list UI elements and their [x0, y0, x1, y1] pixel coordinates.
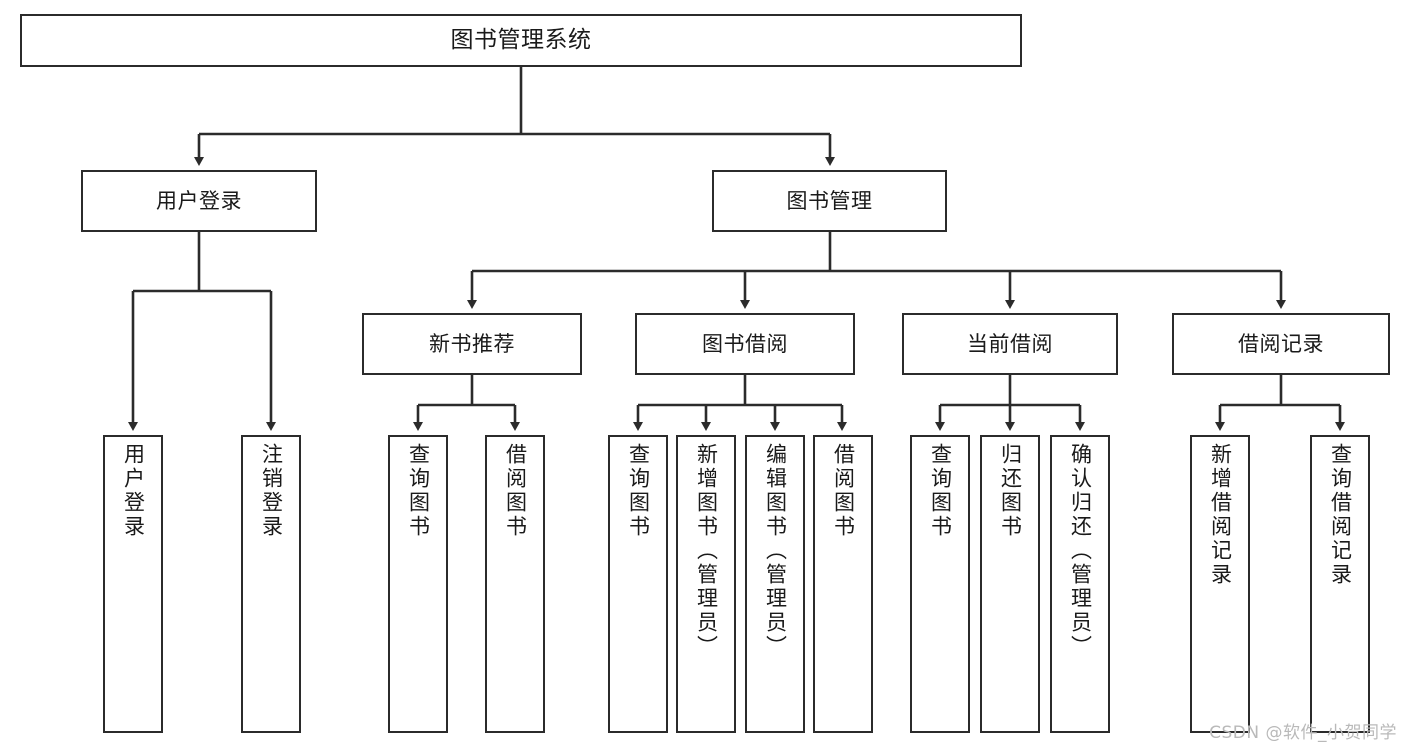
leaf-current-query-book[interactable]: 查询图书 — [910, 435, 970, 733]
node-root-system[interactable]: 图书管理系统 — [20, 14, 1022, 67]
node-borrow-record[interactable]: 借阅记录 — [1172, 313, 1390, 375]
node-label: 图书借阅 — [702, 331, 788, 356]
node-label: 图书管理 — [786, 188, 873, 213]
leaf-user-login-logout[interactable]: 注销登录 — [241, 435, 301, 733]
leaf-recommend-query-book[interactable]: 查询图书 — [388, 435, 448, 733]
node-book-management[interactable]: 图书管理 — [712, 170, 947, 232]
node-label: 查询图书 — [928, 443, 953, 539]
node-label: 新增借阅记录 — [1208, 443, 1233, 587]
node-label: 借阅图书 — [503, 443, 528, 539]
node-label: 借阅记录 — [1238, 331, 1324, 356]
node-new-book-recommend[interactable]: 新书推荐 — [362, 313, 582, 375]
node-label: 确认归还（管理员） — [1068, 443, 1093, 659]
leaf-current-return-book[interactable]: 归还图书 — [980, 435, 1040, 733]
leaf-record-add-record[interactable]: 新增借阅记录 — [1190, 435, 1250, 733]
node-label: 归还图书 — [998, 443, 1023, 539]
node-label: 新书推荐 — [429, 331, 515, 356]
leaf-borrow-borrow-book[interactable]: 借阅图书 — [813, 435, 873, 733]
leaf-recommend-borrow-book[interactable]: 借阅图书 — [485, 435, 545, 733]
node-label: 新增图书（管理员） — [694, 443, 719, 659]
node-label: 图书管理系统 — [450, 27, 592, 54]
node-label: 用户登录 — [121, 443, 146, 539]
leaf-borrow-add-book-admin[interactable]: 新增图书（管理员） — [676, 435, 736, 733]
watermark: CSDN @软件_小贺同学 — [1209, 723, 1397, 743]
node-current-borrow[interactable]: 当前借阅 — [902, 313, 1118, 375]
leaf-current-confirm-return-admin[interactable]: 确认归还（管理员） — [1050, 435, 1110, 733]
leaf-borrow-edit-book-admin[interactable]: 编辑图书（管理员） — [745, 435, 805, 733]
node-label: 借阅图书 — [831, 443, 856, 539]
node-user-login[interactable]: 用户登录 — [81, 170, 317, 232]
node-label: 用户登录 — [156, 188, 242, 213]
node-label: 注销登录 — [259, 443, 284, 539]
node-book-borrow[interactable]: 图书借阅 — [635, 313, 855, 375]
node-label: 查询图书 — [406, 443, 431, 539]
leaf-user-login-login[interactable]: 用户登录 — [103, 435, 163, 733]
leaf-borrow-query-book[interactable]: 查询图书 — [608, 435, 668, 733]
leaf-record-query-record[interactable]: 查询借阅记录 — [1310, 435, 1370, 733]
node-label: 查询借阅记录 — [1328, 443, 1353, 587]
node-label: 当前借阅 — [967, 331, 1053, 356]
node-label: 查询图书 — [626, 443, 651, 539]
node-label: 编辑图书（管理员） — [763, 443, 788, 659]
